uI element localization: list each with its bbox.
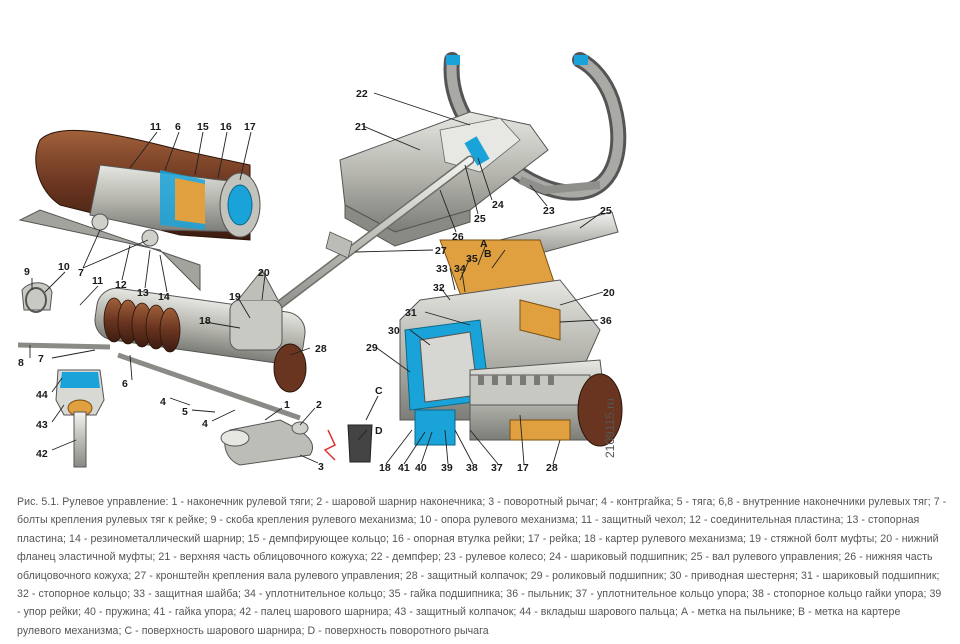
callout-14: 14 — [158, 291, 170, 303]
callout-7: 7 — [78, 267, 84, 279]
callout-2: 2 — [316, 399, 322, 411]
callout-1: 1 — [284, 399, 290, 411]
callout-39: 39 — [441, 462, 453, 474]
callout-40: 40 — [415, 462, 427, 474]
callout-31: 31 — [405, 307, 417, 319]
figure-caption: Рис. 5.1. Рулевое управление: 1 - наконе… — [17, 493, 947, 640]
callout-17: 17 — [244, 121, 256, 133]
callout-34: 34 — [454, 263, 466, 275]
rack-housing — [94, 269, 307, 393]
left-cutaway — [18, 129, 261, 292]
callout-labels: 11 6 15 16 17 7 12 13 14 9 10 11 7 8 44 … — [18, 88, 615, 474]
bracket-9-10 — [21, 282, 53, 313]
callout-44: 44 — [36, 389, 48, 401]
tie-rod — [17, 342, 373, 466]
callout-20: 20 — [603, 287, 615, 299]
callout-8: 8 — [18, 357, 24, 369]
callout-25: 25 — [474, 213, 486, 225]
callout-23: 23 — [543, 205, 555, 217]
callout-7: 7 — [38, 353, 44, 365]
callout-35: 35 — [466, 253, 478, 265]
callout-D: D — [375, 425, 383, 437]
callout-17: 17 — [517, 462, 529, 474]
callout-29: 29 — [366, 342, 378, 354]
callout-36: 36 — [600, 315, 612, 327]
callout-6: 6 — [175, 121, 181, 133]
callout-11: 11 — [92, 275, 103, 287]
callout-9: 9 — [24, 266, 30, 278]
callout-10: 10 — [58, 261, 70, 273]
callout-A: A — [480, 238, 488, 250]
callout-19: 19 — [229, 291, 241, 303]
callout-32: 32 — [433, 282, 445, 294]
callout-24: 24 — [492, 199, 504, 211]
callout-C: C — [375, 385, 383, 397]
callout-4: 4 — [160, 396, 166, 408]
callout-30: 30 — [388, 325, 400, 337]
callout-41: 41 — [398, 462, 410, 474]
callout-13: 13 — [137, 287, 149, 299]
callout-B: B — [484, 248, 492, 260]
callout-4: 4 — [202, 418, 208, 430]
callout-16: 16 — [220, 121, 232, 133]
callout-22: 22 — [356, 88, 368, 100]
callout-6: 6 — [122, 378, 128, 390]
callout-12: 12 — [115, 279, 127, 291]
callout-26: 26 — [452, 231, 464, 243]
callout-33: 33 — [436, 263, 448, 275]
callout-28: 28 — [315, 343, 327, 355]
column-shroud — [339, 111, 549, 247]
callout-3: 3 — [318, 461, 324, 473]
callout-42: 42 — [36, 448, 48, 460]
callout-27: 27 — [435, 245, 447, 257]
pinion-cutaway — [399, 211, 623, 447]
callout-25: 25 — [600, 205, 612, 217]
watermark: 2109115.ru — [603, 398, 617, 458]
callout-15: 15 — [197, 121, 209, 133]
leader-lines — [29, 92, 606, 465]
callout-18: 18 — [379, 462, 391, 474]
callout-28: 28 — [546, 462, 558, 474]
steering-diagram: 11 6 15 16 17 7 12 13 14 9 10 11 7 8 44 … — [17, 52, 627, 474]
callout-11: 11 — [150, 121, 161, 133]
ball-joint-detail — [55, 369, 105, 468]
steering-shaft — [257, 155, 475, 323]
callout-38: 38 — [466, 462, 478, 474]
callout-21: 21 — [355, 121, 367, 133]
callout-37: 37 — [491, 462, 503, 474]
caption-text: Рис. 5.1. Рулевое управление: 1 - наконе… — [17, 496, 947, 637]
callout-20: 20 — [258, 267, 270, 279]
callout-43: 43 — [36, 419, 48, 431]
callout-5: 5 — [182, 406, 188, 418]
callout-18: 18 — [199, 315, 211, 327]
